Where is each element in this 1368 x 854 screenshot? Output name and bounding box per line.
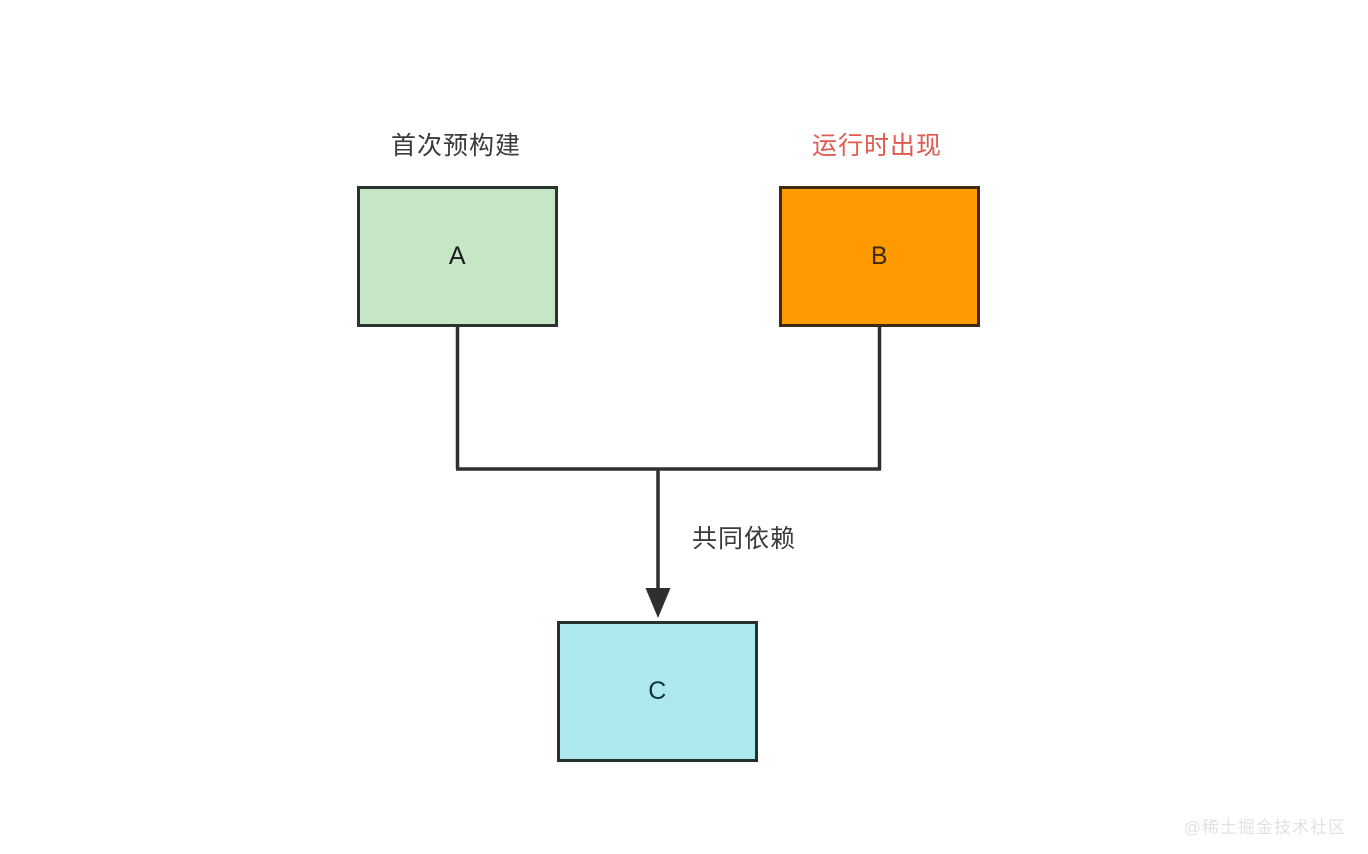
- edge-label-shared-dependency: 共同依赖: [692, 525, 797, 553]
- node-a[interactable]: A: [357, 186, 558, 327]
- node-c[interactable]: C: [557, 621, 758, 762]
- arrowhead-icon: [645, 588, 671, 618]
- watermark: @稀土掘金技术社区: [1183, 818, 1346, 837]
- caption-runtime-appears: 运行时出现: [812, 132, 943, 160]
- node-b[interactable]: B: [779, 186, 980, 327]
- caption-first-prebuild: 首次预构建: [391, 132, 522, 160]
- node-c-label: C: [648, 677, 667, 705]
- node-a-label: A: [448, 242, 467, 270]
- node-b-label: B: [870, 242, 889, 270]
